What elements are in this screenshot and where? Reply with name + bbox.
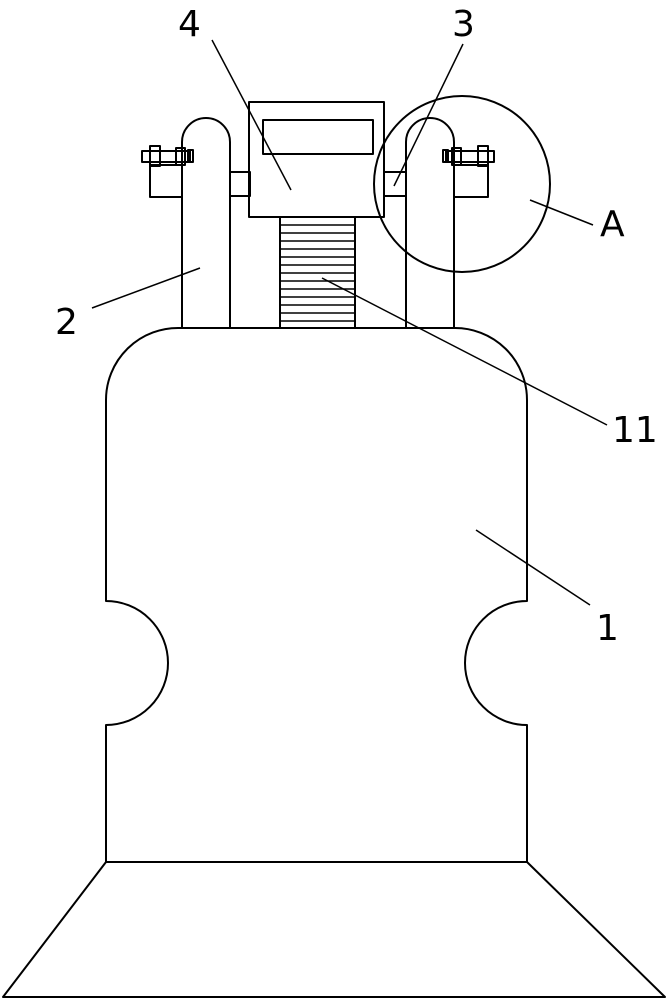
main-body	[105, 326, 528, 863]
label-detail-a: A	[600, 204, 625, 245]
right-handle	[405, 117, 455, 328]
label-part-11: 11	[612, 410, 658, 451]
leader-line-a	[529, 199, 594, 226]
label-part-3: 3	[452, 4, 475, 45]
left-clamp	[141, 145, 194, 198]
leader-line-3	[393, 43, 464, 187]
spring-coil	[279, 216, 356, 329]
left-handle	[181, 117, 231, 328]
leader-line-4	[211, 39, 292, 191]
display-window	[262, 119, 374, 155]
leader-line-2	[91, 267, 201, 309]
leader-line-11	[321, 277, 608, 426]
leader-line-1	[475, 529, 591, 606]
base-trapezoid	[2, 861, 666, 998]
label-part-2: 2	[55, 302, 78, 343]
crossbar-left	[229, 171, 251, 197]
label-part-1: 1	[596, 608, 619, 649]
detail-circle-a	[373, 95, 551, 273]
label-part-4: 4	[178, 4, 201, 45]
right-clamp	[442, 145, 495, 198]
